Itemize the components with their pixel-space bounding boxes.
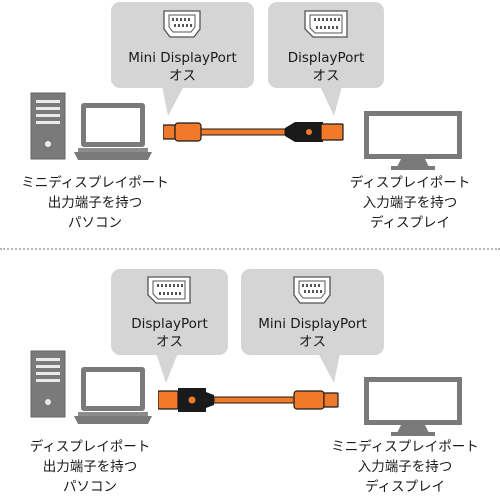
caption-line: 出力端子を持つ — [42, 459, 138, 475]
caption-line: ディスプレイポート — [29, 439, 151, 455]
bubble-left-tail — [162, 86, 184, 116]
bubble-left-label: Mini DisplayPort — [128, 50, 237, 66]
displayport-icon — [147, 276, 191, 304]
bubble-left-label: DisplayPort — [131, 316, 208, 332]
caption-line: パソコン — [68, 215, 122, 231]
laptop — [74, 367, 152, 424]
caption-line: ミニディスプレイポート — [331, 439, 479, 455]
monitor — [364, 111, 462, 170]
top-panel: Mini DisplayPort オス DisplayPort オス — [0, 2, 500, 233]
caption-right: ミニディスプレイポート 入力端子を持つ ディスプレイ — [310, 437, 500, 497]
bubble-left-tail — [156, 353, 178, 383]
caption-line: ミニディスプレイポート — [21, 175, 169, 191]
panel-divider — [0, 248, 500, 250]
caption-line: ディスプレイ — [369, 215, 451, 231]
caption-line: 入力端子を持つ — [357, 459, 453, 475]
bubble-right-tail — [318, 353, 340, 383]
cable — [163, 122, 344, 142]
bubble-left-sub: オス — [156, 334, 183, 350]
pc-tower — [30, 92, 66, 160]
bubble-left-sub: オス — [169, 68, 196, 84]
caption-line: ディスプレイポート — [349, 175, 471, 191]
monitor — [364, 377, 462, 436]
mini-displayport-icon — [163, 10, 201, 38]
caption-left: ミニディスプレイポート 出力端子を持つ パソコン — [0, 173, 190, 233]
bubble-left: Mini DisplayPort オス — [111, 2, 254, 88]
caption-line: 出力端子を持つ — [47, 195, 143, 211]
pc-tower — [30, 350, 66, 418]
displayport-icon — [304, 10, 348, 38]
bottom-panel: DisplayPort オス Mini DisplayPort オス — [0, 250, 500, 500]
bubble-left: DisplayPort オス — [111, 269, 228, 355]
laptop — [74, 103, 152, 160]
caption-right: ディスプレイポート 入力端子を持つ ディスプレイ — [320, 173, 500, 233]
bubble-right-label: Mini DisplayPort — [258, 316, 367, 332]
bubble-right-sub: オス — [299, 334, 326, 350]
caption-left: ディスプレイポート 出力端子を持つ パソコン — [0, 437, 180, 497]
cable — [158, 388, 339, 412]
bubble-right: DisplayPort オス — [268, 2, 384, 88]
bubble-right-sub: オス — [312, 68, 340, 84]
bubble-right-label: DisplayPort — [287, 50, 365, 66]
caption-line: パソコン — [63, 479, 117, 495]
bubble-right: Mini DisplayPort オス — [241, 269, 384, 355]
caption-line: 入力端子を持つ — [362, 195, 458, 211]
caption-line: ディスプレイ — [364, 479, 446, 495]
mini-displayport-icon — [293, 276, 331, 304]
bubble-right-tail — [320, 86, 342, 116]
